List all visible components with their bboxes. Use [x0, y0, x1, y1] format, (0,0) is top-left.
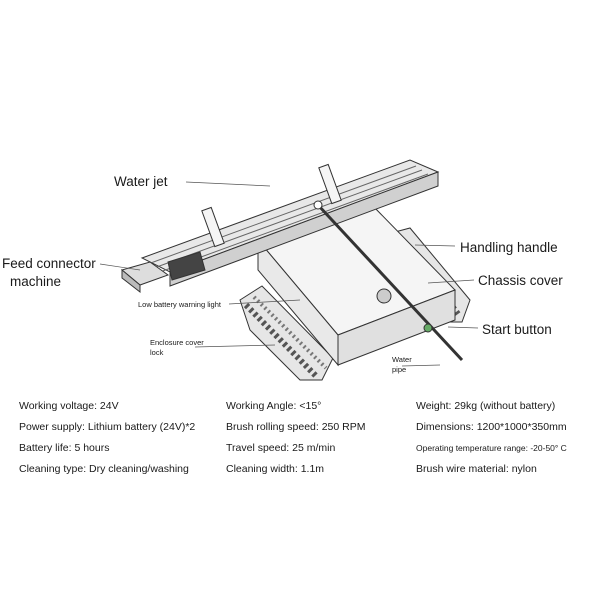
label-chassis-cover: Chassis cover	[478, 273, 563, 288]
spec-weight: Weight: 29kg (without battery)	[416, 400, 556, 412]
spec-cleaning-type: Cleaning type: Dry cleaning/washing	[19, 463, 189, 475]
label-water-pipe-1: Water	[392, 355, 412, 364]
spec-operating-temperature: Operating temperature range: -20-50° C	[416, 443, 567, 453]
spec-cleaning-width: Cleaning width: 1.1m	[226, 463, 325, 475]
spec-brush-speed: Brush rolling speed: 250 RPM	[226, 421, 366, 433]
spec-working-voltage: Working voltage: 24V	[19, 400, 119, 412]
chassis-body	[257, 204, 456, 367]
label-low-battery: Low battery warning light	[138, 300, 221, 309]
label-start-button: Start button	[482, 322, 552, 337]
feed-connector	[120, 251, 206, 294]
label-feed-connector-1: Feed connector	[2, 256, 96, 271]
label-enclosure-1: Enclosure cover	[150, 338, 204, 347]
spec-power-supply: Power supply: Lithium battery (24V)*2	[19, 421, 196, 433]
spec-dimensions: Dimensions: 1200*1000*350mm	[416, 421, 567, 433]
spec-battery-life: Battery life: 5 hours	[19, 442, 110, 454]
label-handling-handle: Handling handle	[460, 240, 558, 255]
label-feed-connector-2: machine	[10, 274, 62, 289]
left-track	[239, 285, 334, 381]
handle	[313, 200, 464, 362]
spec-brush-material: Brush wire material: nylon	[416, 463, 537, 475]
label-water-pipe-2: pipe	[392, 365, 407, 374]
brush-roller	[140, 159, 440, 287]
leader-lines	[99, 181, 479, 367]
spec-working-angle: Working Angle: <15°	[226, 400, 322, 412]
label-water-jet: Water jet	[114, 174, 168, 189]
spec-travel-speed: Travel speed: 25 m/min	[226, 442, 336, 454]
label-enclosure-2: lock	[150, 348, 164, 357]
